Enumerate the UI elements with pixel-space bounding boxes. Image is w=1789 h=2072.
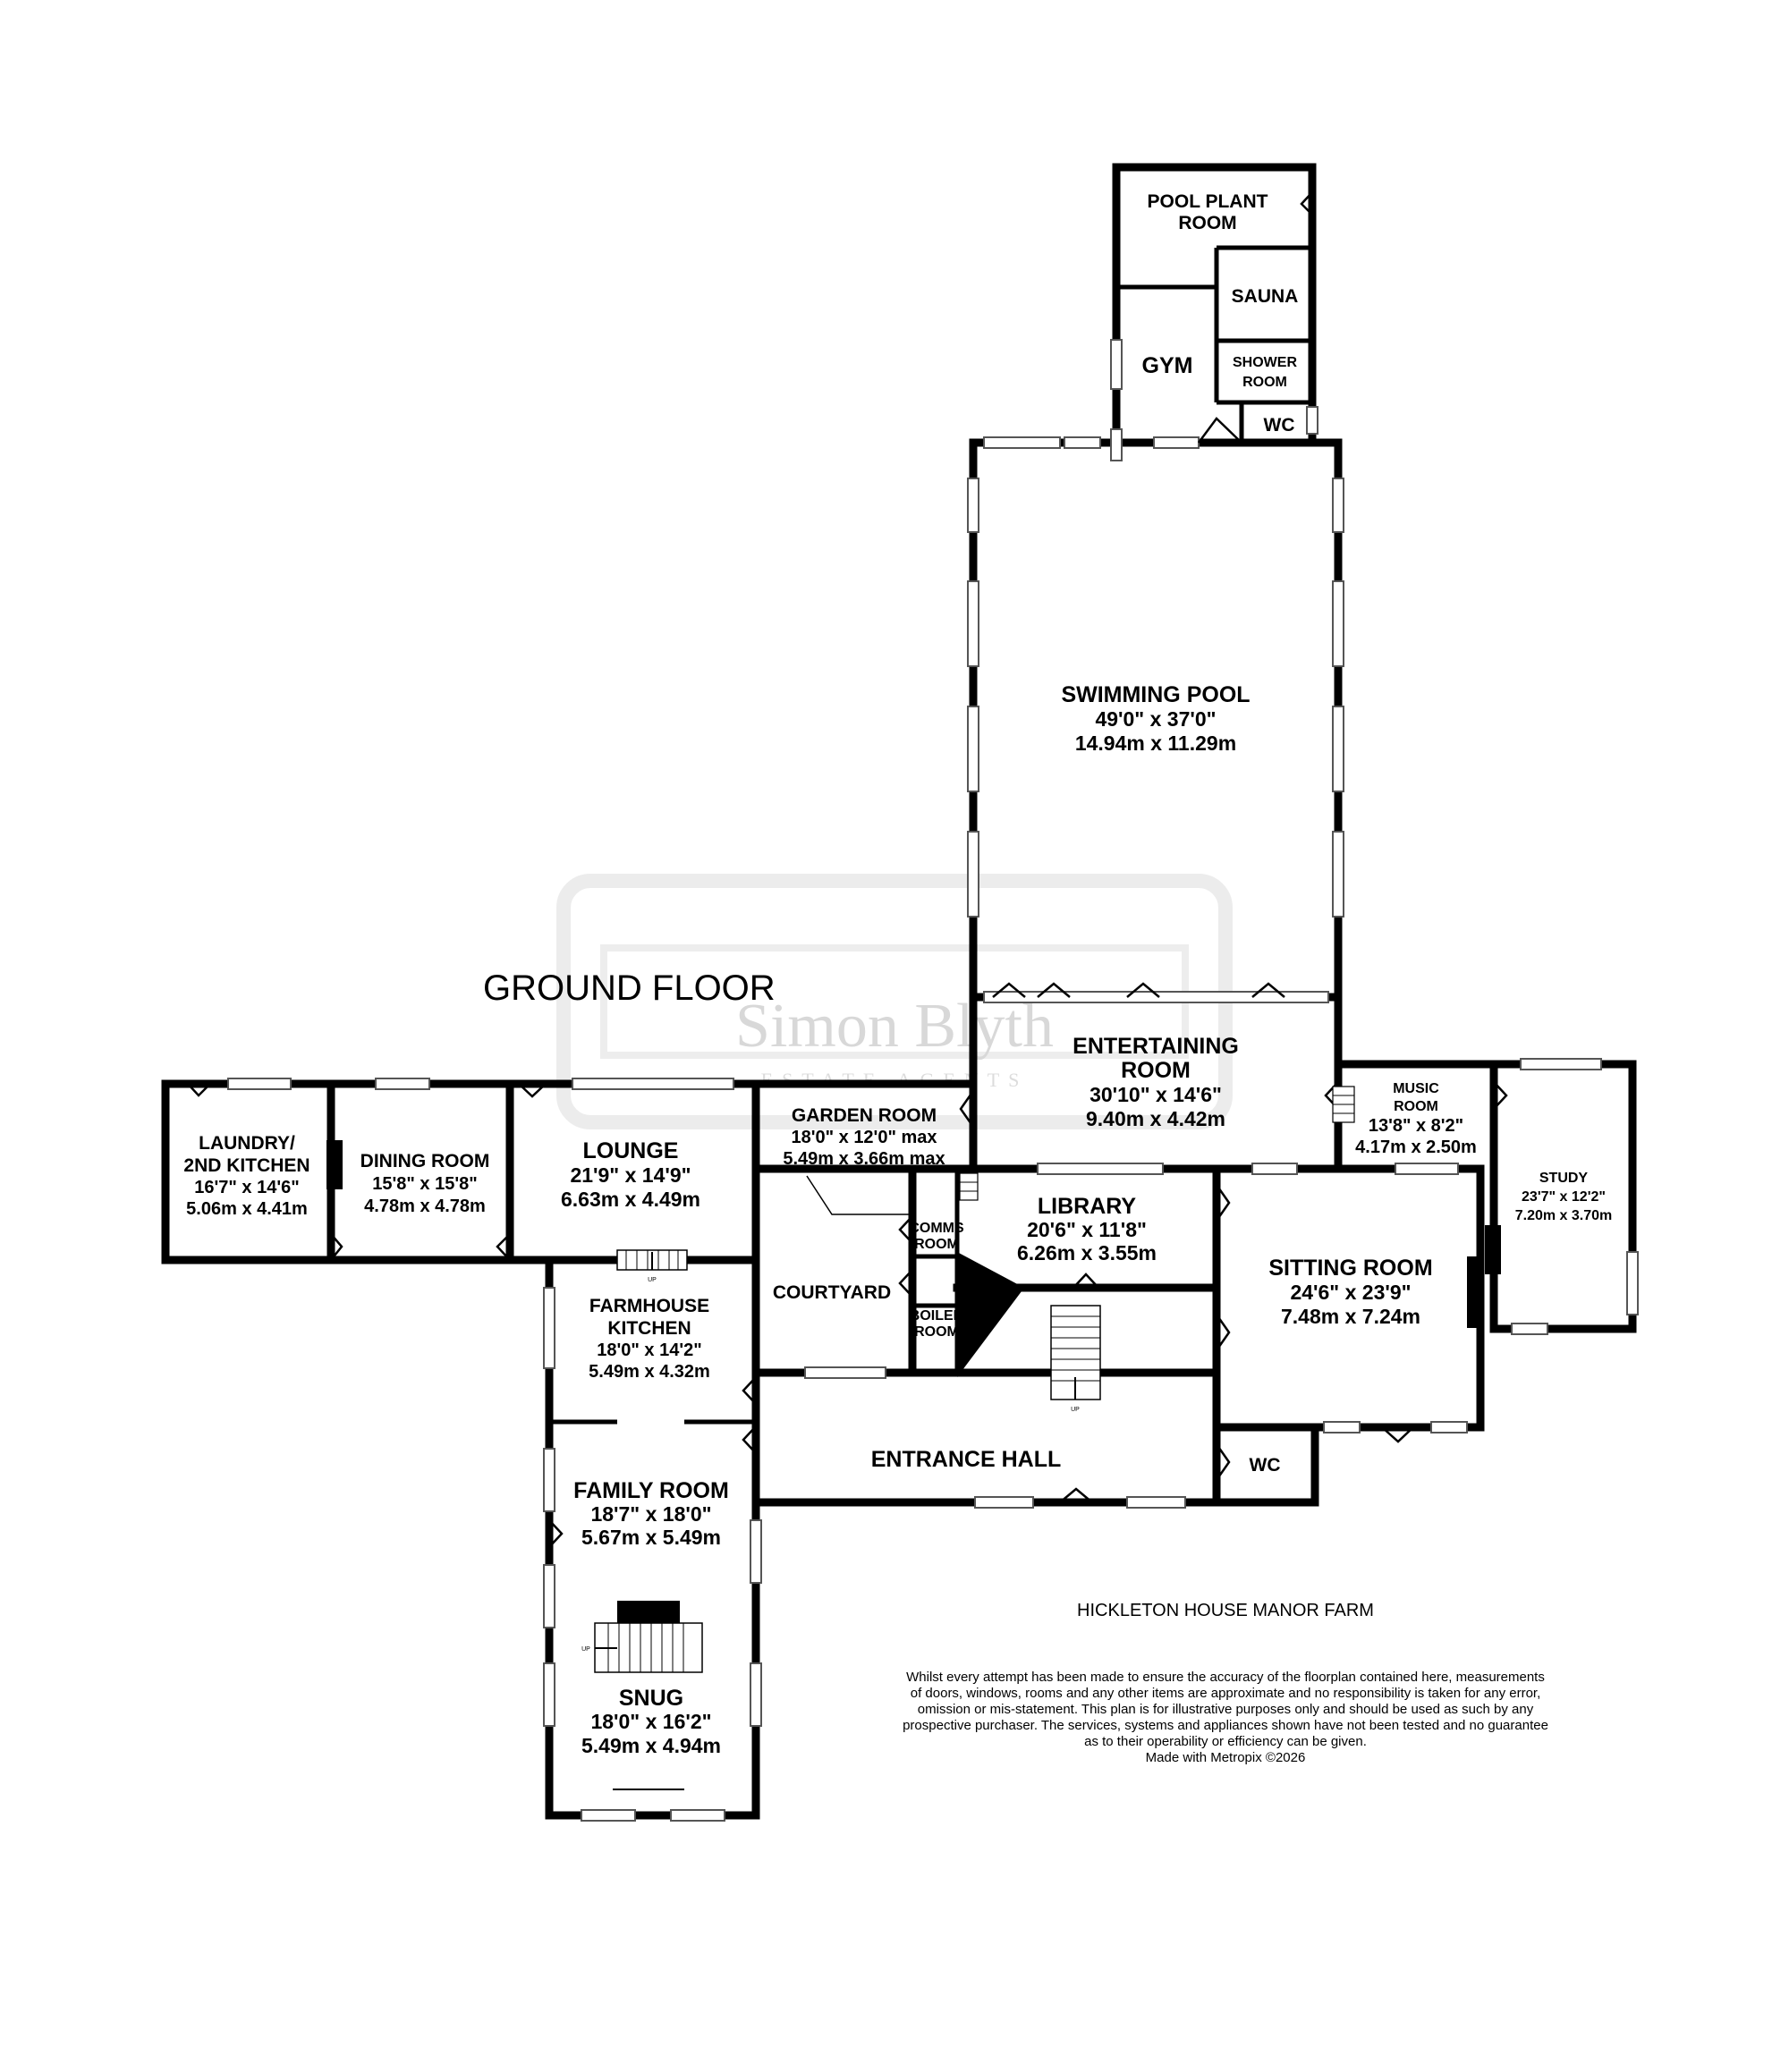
stairs-up-label: UP	[648, 1277, 657, 1283]
library-imperial: 20'6" x 11'8"	[1027, 1218, 1147, 1241]
stairs-kitchen: UP	[616, 1249, 688, 1283]
fixtures	[326, 1140, 1501, 1790]
gym-label: GYM	[1142, 353, 1193, 378]
family-room-metric: 5.67m x 5.49m	[581, 1526, 721, 1549]
laundry-label-1: LAUNDRY/	[199, 1133, 295, 1154]
boiler-label-2: ROOM	[914, 1324, 959, 1340]
boiler-label-1: BOILER	[910, 1308, 964, 1324]
dining-imperial: 15'8" x 15'8"	[372, 1174, 477, 1194]
entrance-hall-label: ENTRANCE HALL	[871, 1447, 1062, 1472]
library-label: LIBRARY	[1038, 1194, 1137, 1219]
wc-pool-label: WC	[1264, 415, 1295, 436]
music-metric: 4.17m x 2.50m	[1355, 1137, 1477, 1157]
laundry-metric: 5.06m x 4.41m	[186, 1199, 308, 1219]
shower-label-1: SHOWER	[1233, 355, 1297, 370]
disclaimer-line: Made with Metropix ©2026	[1146, 1750, 1306, 1765]
property-title: HICKLETON HOUSE MANOR FARM	[1077, 1601, 1374, 1620]
snug-imperial: 18'0" x 16'2"	[590, 1710, 711, 1733]
entertaining-label-1: ENTERTAINING	[1073, 1034, 1239, 1059]
wc-hall-label: WC	[1250, 1455, 1281, 1476]
swimming-pool-metric: 14.94m x 11.29m	[1075, 732, 1236, 755]
entertaining-imperial: 30'10" x 14'6"	[1090, 1083, 1222, 1106]
laundry-label-2: 2ND KITCHEN	[183, 1155, 309, 1176]
stairs-music	[1332, 1086, 1355, 1123]
entertaining-label-2: ROOM	[1121, 1058, 1191, 1083]
family-room-imperial: 18'7" x 18'0"	[590, 1502, 711, 1526]
library-metric: 6.26m x 3.55m	[1017, 1241, 1157, 1264]
disclaimer-line: of doors, windows, rooms and any other i…	[911, 1686, 1541, 1701]
disclaimer-line: Whilst every attempt has been made to en…	[906, 1670, 1545, 1685]
snug-label: SNUG	[619, 1686, 683, 1711]
disclaimer-line: prospective purchaser. The services, sys…	[903, 1718, 1548, 1733]
stairs-library	[959, 1172, 979, 1201]
stairs-entrance: UP	[1050, 1305, 1101, 1413]
windows	[227, 339, 1639, 1822]
stairs-up-label: UP	[1071, 1407, 1080, 1413]
entertaining-metric: 9.40m x 4.42m	[1086, 1107, 1225, 1130]
stairs-up-label: UP	[581, 1646, 590, 1653]
courtyard-label: COURTYARD	[773, 1282, 891, 1303]
disclaimer: Whilst every attempt has been made to en…	[903, 1670, 1548, 1765]
kitchen-label-1: FARMHOUSE	[589, 1296, 709, 1316]
study-label: STUDY	[1539, 1171, 1589, 1186]
pool-plant-label-2: ROOM	[1178, 213, 1236, 233]
stairs-snug: UP	[581, 1622, 703, 1673]
garden-label: GARDEN ROOM	[792, 1105, 937, 1126]
lounge-label: LOUNGE	[583, 1138, 679, 1163]
music-label-2: ROOM	[1394, 1099, 1438, 1114]
garden-imperial: 18'0" x 12'0" max	[791, 1128, 937, 1147]
sitting-imperial: 24'6" x 23'9"	[1290, 1281, 1411, 1304]
study-metric: 7.20m x 3.70m	[1515, 1208, 1613, 1223]
comms-label-2: ROOM	[914, 1237, 959, 1252]
music-imperial: 13'8" x 8'2"	[1369, 1116, 1463, 1136]
music-label-1: MUSIC	[1393, 1081, 1439, 1096]
disclaimer-line: omission or mis-statement. This plan is …	[918, 1702, 1534, 1717]
courtyard-path	[806, 1175, 912, 1215]
sitting-metric: 7.48m x 7.24m	[1281, 1305, 1420, 1328]
swimming-pool-imperial: 49'0" x 37'0"	[1095, 707, 1216, 731]
kitchen-metric: 5.49m x 4.32m	[589, 1362, 710, 1382]
shower-label-2: ROOM	[1242, 375, 1287, 390]
floor-title: GROUND FLOOR	[483, 968, 776, 1008]
sitting-label: SITTING ROOM	[1268, 1256, 1432, 1281]
pool-plant-label-1: POOL PLANT	[1148, 191, 1268, 212]
sauna-label: SAUNA	[1232, 286, 1299, 307]
doors	[187, 191, 1508, 1548]
lounge-imperial: 21'9" x 14'9"	[570, 1163, 691, 1187]
laundry-imperial: 16'7" x 14'6"	[194, 1178, 299, 1197]
lounge-metric: 6.63m x 4.49m	[561, 1188, 700, 1211]
snug-metric: 5.49m x 4.94m	[581, 1734, 721, 1757]
comms-label-1: COMMS	[909, 1221, 964, 1236]
dining-label: DINING ROOM	[360, 1151, 490, 1171]
kitchen-imperial: 18'0" x 14'2"	[597, 1340, 701, 1360]
swimming-pool-label: SWIMMING POOL	[1061, 682, 1250, 707]
disclaimer-line: as to their operability or efficiency ca…	[1084, 1734, 1367, 1749]
study-imperial: 23'7" x 12'2"	[1522, 1189, 1606, 1205]
kitchen-label-2: KITCHEN	[607, 1318, 691, 1339]
family-room-label: FAMILY ROOM	[573, 1478, 729, 1503]
dining-metric: 4.78m x 4.78m	[364, 1197, 486, 1216]
garden-metric: 5.49m x 3.66m max	[783, 1149, 945, 1169]
